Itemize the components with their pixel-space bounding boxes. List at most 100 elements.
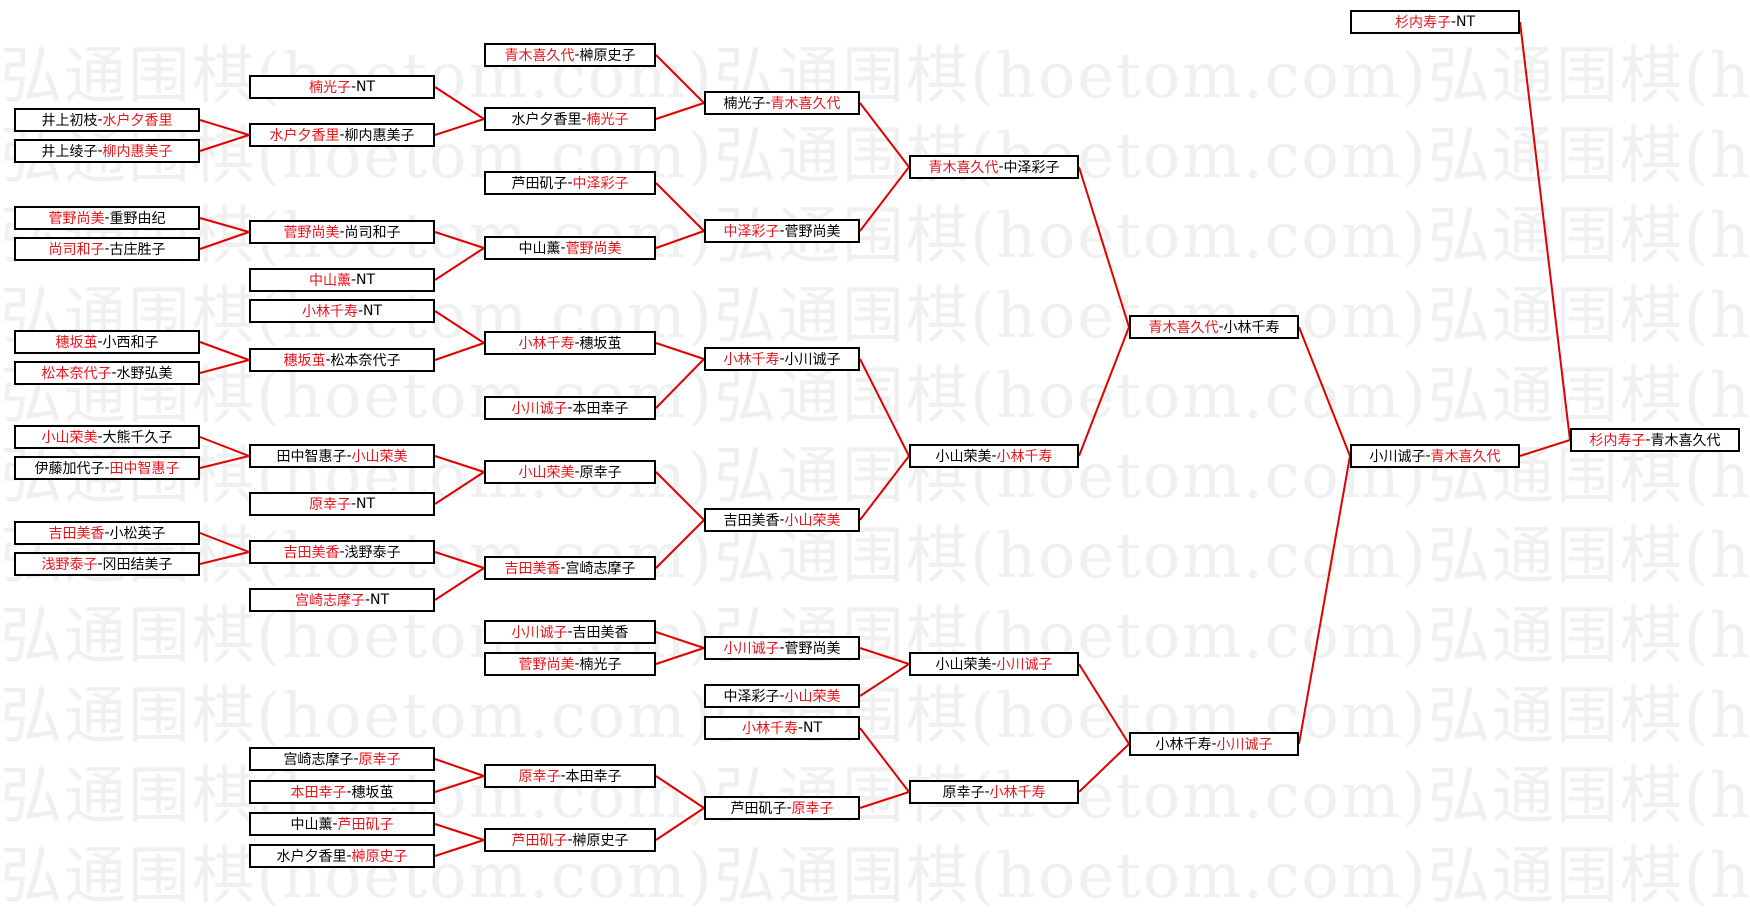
match-box: 青木喜久代-榊原史子: [484, 43, 656, 67]
bracket-connector: [655, 358, 705, 409]
match-box: 本田幸子-穗坂茧: [249, 780, 435, 804]
player-right: NT: [1456, 14, 1476, 30]
player-left: 小川诚子: [511, 401, 568, 417]
bracket-connector: [1078, 326, 1130, 457]
player-right: 小川诚子: [996, 657, 1053, 673]
bracket-connector: [1519, 439, 1571, 457]
player-right: 小西和子: [102, 335, 159, 351]
match-box: 松本奈代子-水野弘美: [14, 361, 200, 385]
match-box: 楠光子-青木喜久代: [704, 91, 860, 115]
player-left: 青木喜久代: [928, 160, 999, 176]
bracket-connector: [199, 359, 250, 374]
bracket-connector: [1519, 21, 1571, 441]
separator: -: [353, 751, 359, 767]
match-box: 中泽彩子-菅野尚美: [704, 219, 860, 243]
bracket-connector: [655, 182, 705, 232]
bracket-connector: [434, 839, 485, 857]
bracket-connector: [1078, 663, 1130, 745]
separator: -: [998, 159, 1004, 175]
separator: -: [1450, 14, 1457, 30]
bracket-connector: [434, 471, 485, 505]
separator: -: [574, 656, 580, 672]
separator: -: [350, 496, 357, 512]
player-left: 田中智惠子: [276, 449, 347, 465]
separator: -: [104, 460, 110, 476]
player-left: 青木喜久代: [504, 48, 575, 64]
separator: -: [104, 210, 110, 226]
player-left: 尚司和子: [48, 242, 105, 258]
player-left: 小川诚子: [1369, 449, 1426, 465]
bracket-connector: [859, 455, 910, 521]
bracket-connector: [1078, 743, 1130, 793]
player-right: 小川诚子: [784, 352, 841, 368]
bracket-connector: [655, 102, 705, 120]
player-left: 小林千寿: [1155, 737, 1212, 753]
match-box: 尚司和子-古庄胜子: [14, 237, 200, 261]
player-right: 重野由纪: [109, 211, 166, 227]
match-box: 菅野尚美-楠光子: [484, 652, 656, 676]
match-box: 菅野尚美-尚司和子: [249, 220, 435, 244]
player-right: 古庄胜子: [109, 242, 166, 258]
match-box: 宫崎志摩子-NT: [249, 588, 435, 612]
player-right: 小山荣美: [784, 513, 841, 529]
bracket-connector: [434, 455, 485, 473]
bracket-connector: [655, 775, 705, 809]
player-left: 中山薰: [308, 273, 351, 289]
separator: -: [332, 816, 338, 832]
separator: -: [104, 525, 110, 541]
separator: -: [567, 175, 573, 191]
player-right: 楠光子: [586, 112, 629, 128]
player-left: 小林千寿: [741, 721, 798, 737]
player-left: 宫崎志摩子: [294, 593, 365, 609]
player-right: 榊原史子: [579, 48, 636, 64]
match-box: 中山薰-菅野尚美: [484, 236, 656, 260]
bracket-connector: [655, 471, 705, 521]
player-left: 小林千寿: [301, 304, 358, 320]
bracket-connector: [434, 231, 485, 249]
bracket-connector: [655, 342, 705, 360]
separator: -: [364, 592, 371, 608]
separator: -: [991, 448, 997, 464]
player-left: 吉田美香: [283, 545, 340, 561]
separator: -: [779, 351, 785, 367]
separator: -: [339, 544, 345, 560]
bracket-connector: [1298, 326, 1351, 457]
player-right: 浅野泰子: [344, 545, 401, 561]
separator: -: [339, 127, 345, 143]
player-right: 柳内惠美子: [102, 144, 173, 160]
player-right: NT: [356, 79, 376, 95]
player-right: 原幸子: [579, 465, 622, 481]
player-right: 大熊千久子: [102, 430, 173, 446]
player-left: 小山荣美: [935, 449, 992, 465]
player-left: 小林千寿: [723, 352, 780, 368]
bracket-connector: [199, 134, 250, 152]
player-left: 原幸子: [308, 497, 351, 513]
player-right: 小林千寿: [1223, 320, 1280, 336]
match-box: 浅野泰子-冈田结美子: [14, 552, 200, 576]
match-box: 杉内寿子-青木喜久代: [1570, 428, 1740, 452]
bracket-connector: [655, 54, 705, 104]
player-left: 原幸子: [518, 769, 561, 785]
separator: -: [97, 556, 103, 572]
separator: -: [567, 624, 573, 640]
separator: -: [574, 464, 580, 480]
separator: -: [581, 111, 587, 127]
player-left: 松本奈代子: [41, 366, 112, 382]
match-box: 小川诚子-本田幸子: [484, 396, 656, 420]
player-left: 楠光子: [723, 96, 766, 112]
player-left: 菅野尚美: [283, 225, 340, 241]
player-right: 小林千寿: [989, 785, 1046, 801]
player-right: 柳内惠美子: [344, 128, 415, 144]
separator: -: [350, 79, 357, 95]
match-box: 青木喜久代-中泽彩子: [909, 155, 1079, 179]
player-right: 芦田矶子: [337, 817, 394, 833]
match-box: 小林千寿-NT: [249, 299, 435, 323]
separator: -: [984, 784, 990, 800]
bracket-connector: [199, 551, 250, 565]
player-right: NT: [363, 303, 383, 319]
player-right: 小山荣美: [784, 689, 841, 705]
separator: -: [346, 784, 352, 800]
match-box: 小林千寿-穗坂茧: [484, 331, 656, 355]
match-box: 芦田矶子-榊原史子: [484, 828, 656, 852]
match-box: 原幸子-本田幸子: [484, 764, 656, 788]
